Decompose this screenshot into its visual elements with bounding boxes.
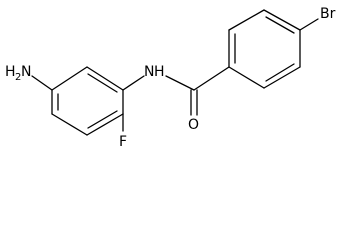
amine-n-label: N bbox=[21, 64, 31, 80]
bromophenyl-ring bbox=[228, 9, 301, 89]
ring1-double-bottom bbox=[87, 110, 118, 129]
carbonyl-o-label: O bbox=[188, 117, 199, 133]
fluorine-label: F bbox=[119, 134, 127, 150]
ring2-bond-5 bbox=[263, 66, 301, 89]
ring1-bond-bottom-right bbox=[86, 113, 124, 136]
ring1-bond-top bbox=[86, 66, 124, 91]
bond-ring-nh bbox=[122, 75, 145, 91]
ring2-bond-3 bbox=[263, 9, 301, 31]
ring2-bond-2 bbox=[228, 9, 265, 31]
bond-bromine bbox=[299, 18, 319, 31]
amine-h-label: H bbox=[5, 64, 16, 80]
aniline-ring bbox=[51, 66, 124, 136]
molecule-structure: H 2 N N H O F Br bbox=[5, 6, 336, 150]
structure-canvas: H 2 N N H O F Br bbox=[5, 6, 336, 150]
ring1-bond-bottom-left bbox=[51, 113, 88, 136]
bond-nh-carbonyl bbox=[165, 75, 195, 91]
label-amine: H 2 N bbox=[5, 64, 31, 83]
ring2-double-bottom bbox=[265, 63, 295, 82]
bond-amine bbox=[31, 75, 53, 91]
amine-h-subscript: 2 bbox=[15, 72, 21, 83]
amide-n-label: N bbox=[144, 64, 154, 80]
label-amide-nh: N H bbox=[144, 64, 165, 80]
ring1-bond-top-left bbox=[51, 66, 88, 91]
ring1-double-top bbox=[87, 73, 118, 93]
bromine-label: Br bbox=[320, 6, 336, 22]
ring2-double-top bbox=[265, 16, 295, 34]
bond-carbonyl-ring bbox=[193, 66, 230, 91]
ring2-bond-6 bbox=[228, 66, 265, 89]
amide-h-label: H bbox=[154, 64, 165, 80]
